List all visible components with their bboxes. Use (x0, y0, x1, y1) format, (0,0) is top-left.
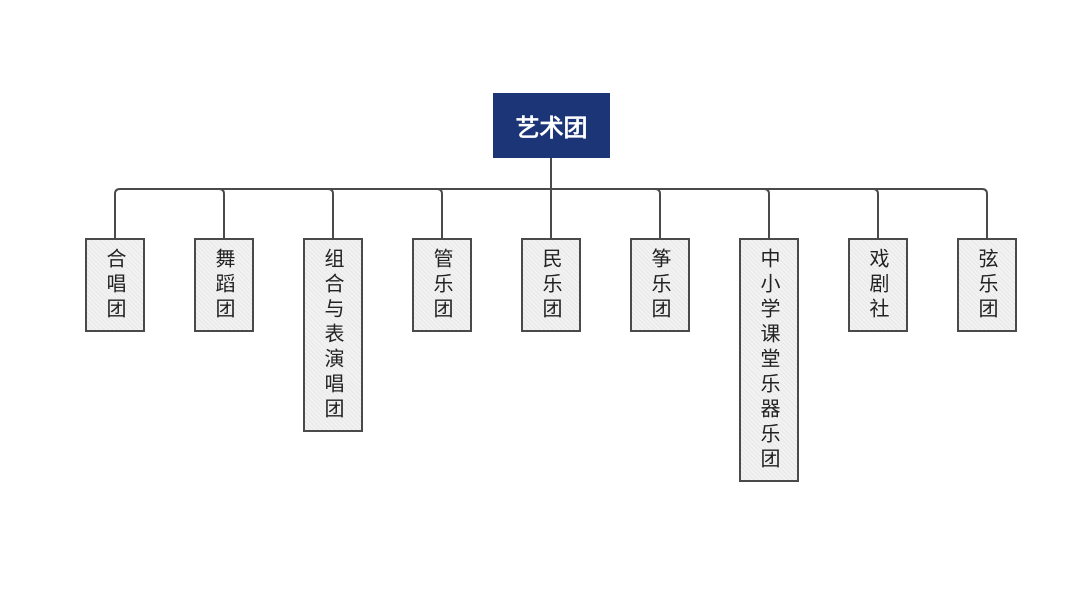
root-label: 艺术团 (515, 114, 588, 142)
child-node-folk[interactable]: 民乐团 (521, 238, 581, 332)
drop-wind (436, 188, 443, 238)
root-node[interactable]: 艺术团 (493, 93, 610, 158)
child-label: 戏剧社 (866, 248, 890, 323)
child-node-strings[interactable]: 弦乐团 (957, 238, 1017, 332)
drop-zheng (654, 188, 661, 238)
child-node-ensemble[interactable]: 组合与表演唱团 (303, 238, 363, 432)
child-label: 管乐团 (430, 248, 454, 323)
drop-ensemble (327, 188, 334, 238)
child-node-wind[interactable]: 管乐团 (412, 238, 472, 332)
child-node-zheng[interactable]: 筝乐团 (630, 238, 690, 332)
drop-dance (218, 188, 225, 238)
child-node-dance[interactable]: 舞蹈团 (194, 238, 254, 332)
child-label: 中小学课堂乐器乐团 (757, 248, 781, 473)
drop-classroom (763, 188, 770, 238)
child-label: 舞蹈团 (212, 248, 236, 323)
child-label: 合唱团 (103, 248, 127, 323)
child-node-choir[interactable]: 合唱团 (85, 238, 145, 332)
child-label: 民乐团 (539, 248, 563, 323)
child-label: 组合与表演唱团 (321, 248, 345, 423)
drop-drama (872, 188, 879, 238)
child-label: 筝乐团 (648, 248, 672, 323)
child-label: 弦乐团 (975, 248, 999, 323)
child-node-drama[interactable]: 戏剧社 (848, 238, 908, 332)
child-node-classroom[interactable]: 中小学课堂乐器乐团 (739, 238, 799, 482)
